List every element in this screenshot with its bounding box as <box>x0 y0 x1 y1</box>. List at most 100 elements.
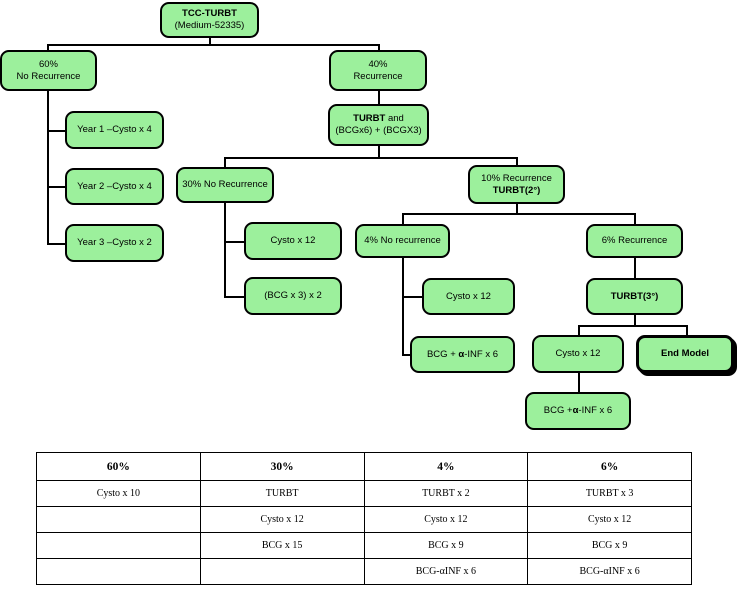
node-bcg-inf-c-label: BCG +α-INF x 6 <box>544 405 612 417</box>
table-cell: BCG x 15 <box>199 532 365 559</box>
node-bcg3x2-label: (BCG x 3) x 2 <box>264 290 322 301</box>
connector <box>686 325 688 336</box>
table-cell: BCG-αINF x 6 <box>527 558 692 585</box>
table-header-cell: 4% <box>363 452 529 481</box>
connector <box>402 213 635 215</box>
connector <box>378 90 380 105</box>
connector <box>578 372 580 393</box>
connector <box>47 90 49 245</box>
node-end-model[interactable]: End Model <box>636 335 734 373</box>
node-turbt-bcg[interactable]: TURBT and (BCGx6) + (BCGX3) <box>328 104 429 146</box>
connector <box>224 157 518 159</box>
node-no-recurrence-4[interactable]: 4% No recurrence <box>355 224 450 258</box>
node-bcg-inf-4-branch[interactable]: BCG + α-INF x 6 <box>410 336 515 373</box>
node-bcg-inf-c-post: -INF x 6 <box>578 405 613 416</box>
node-turbt-bcg-line1-bold: TURBT <box>353 113 386 124</box>
node-bcg-inf-c-pre: BCG + <box>543 405 573 416</box>
connector <box>634 314 636 326</box>
connector <box>47 130 65 132</box>
node-60-line2: No Recurrence <box>16 70 81 82</box>
table-row: BCG x 15 BCG x 9 BCG x 9 <box>36 532 692 559</box>
node-cysto12-4-branch[interactable]: Cysto x 12 <box>422 278 515 315</box>
node-cysto12-a-label: Cysto x 12 <box>270 235 316 246</box>
alpha-symbol: α <box>572 405 579 416</box>
node-turbt3[interactable]: TURBT(3°) <box>586 278 683 315</box>
node-root[interactable]: TCC-TURBT (Medium-52335) <box>160 2 259 38</box>
node-60-line1: 60% <box>38 58 58 70</box>
table-cell: TURBT <box>199 480 365 507</box>
node-recurrence-40[interactable]: 40% Recurrence <box>329 50 427 91</box>
node-year1-cysto[interactable]: Year 1 –Cysto x 4 <box>65 111 164 149</box>
table-cell: BCG x 9 <box>363 532 529 559</box>
table-header-cell: 30% <box>199 452 365 481</box>
node-turbt-bcg-line1-rest: and <box>385 113 404 124</box>
table-header-row: 60% 30% 4% 6% <box>36 452 692 481</box>
table-cell: Cysto x 12 <box>527 506 692 533</box>
node-year2-cysto[interactable]: Year 2 –Cysto x 4 <box>65 168 164 205</box>
connector <box>402 258 404 356</box>
node-recurrence-6[interactable]: 6% Recurrence <box>586 224 683 258</box>
node-root-line2: (Medium-52335) <box>174 20 245 31</box>
table-header-cell: 60% <box>36 452 201 481</box>
node-cysto12-b-label: Cysto x 12 <box>446 290 491 302</box>
table-cell: Cysto x 12 <box>199 506 365 533</box>
node-bcg3-x2[interactable]: (BCG x 3) x 2 <box>244 277 342 315</box>
table-cell <box>36 558 201 585</box>
node-year3-label: Year 3 –Cysto x 2 <box>77 237 152 248</box>
table-cell <box>199 558 365 585</box>
connector <box>378 146 380 158</box>
node-year3-cysto[interactable]: Year 3 –Cysto x 2 <box>65 224 164 262</box>
node-turbt3-label: TURBT(3°) <box>610 290 659 302</box>
table-cell: BCG x 9 <box>527 532 692 559</box>
connector <box>224 296 244 298</box>
node-root-line1: TCC-TURBT <box>182 8 237 19</box>
node-4-label: 4% No recurrence <box>364 235 441 246</box>
connector <box>516 157 518 165</box>
connector <box>224 241 244 243</box>
table-row: Cysto x 12 Cysto x 12 Cysto x 12 <box>36 506 692 533</box>
table-cell: BCG-αINF x 6 <box>363 558 529 585</box>
table-cell: TURBT x 3 <box>527 480 692 507</box>
node-turbt-bcg-line2: (BCGx6) + (BCGX3) <box>335 125 422 136</box>
connector <box>209 37 211 45</box>
node-cysto12-30-branch[interactable]: Cysto x 12 <box>244 222 342 260</box>
table-row: BCG-αINF x 6 BCG-αINF x 6 <box>36 558 692 585</box>
connector <box>47 243 65 245</box>
node-30-label: 30% No Recurrence <box>182 179 268 190</box>
node-6-label: 6% Recurrence <box>601 235 668 246</box>
node-no-recurrence-30[interactable]: 30% No Recurrence <box>176 167 274 203</box>
connector <box>402 296 422 298</box>
connector <box>634 213 636 225</box>
connector <box>402 213 404 225</box>
node-no-recurrence-60[interactable]: 60% No Recurrence <box>0 50 97 91</box>
node-year1-label: Year 1 –Cysto x 4 <box>77 124 152 135</box>
table-cell: Cysto x 10 <box>36 480 201 507</box>
table-cell: TURBT x 2 <box>363 480 529 507</box>
connector <box>578 325 580 336</box>
table-header-cell: 6% <box>527 452 692 481</box>
node-10-line2: TURBT(2°) <box>492 184 541 196</box>
connector <box>224 200 226 298</box>
table-cell: Cysto x 12 <box>363 506 529 533</box>
table-cell <box>36 506 201 533</box>
node-cysto12-6-branch[interactable]: Cysto x 12 <box>532 335 624 373</box>
table-cell <box>36 532 201 559</box>
node-recurrence-10-turbt2[interactable]: 10% Recurrence TURBT(2°) <box>468 165 565 204</box>
connector <box>634 258 636 278</box>
node-bcg-inf-6-branch[interactable]: BCG +α-INF x 6 <box>525 392 631 430</box>
node-turbt-bcg-line1: TURBT and <box>353 113 404 125</box>
node-cysto12-c-label: Cysto x 12 <box>555 348 601 359</box>
node-year2-label: Year 2 –Cysto x 4 <box>77 180 152 192</box>
node-bcg-inf-b-label: BCG + α-INF x 6 <box>427 349 498 361</box>
node-40-line1: 40% <box>368 58 388 70</box>
connector <box>516 202 518 214</box>
node-end-model-label: End Model <box>660 348 710 359</box>
connector <box>224 157 226 167</box>
node-bcg-inf-b-pre: BCG + <box>426 348 459 360</box>
alpha-symbol: α <box>458 348 465 360</box>
summary-table: 60% 30% 4% 6% Cysto x 10 TURBT TURBT x 2… <box>36 452 692 585</box>
connector <box>578 325 688 327</box>
connector <box>47 44 380 46</box>
table-row: Cysto x 10 TURBT TURBT x 2 TURBT x 3 <box>36 480 692 507</box>
